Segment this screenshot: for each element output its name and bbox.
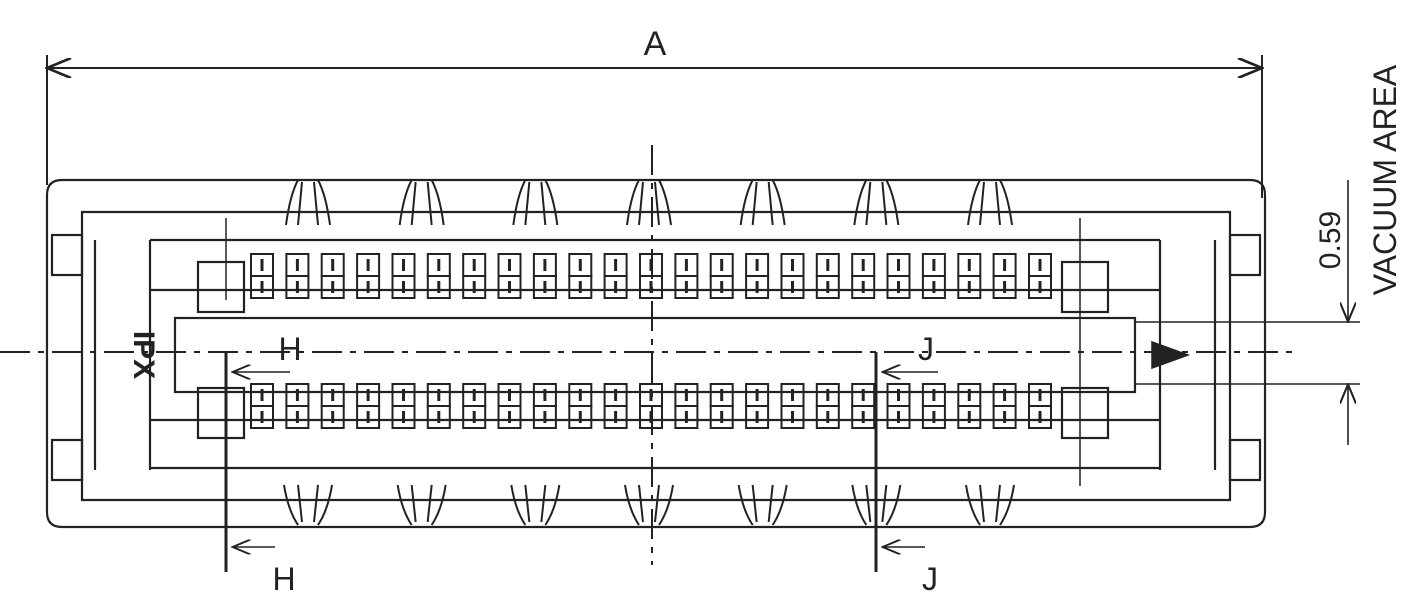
contact-pin — [921, 405, 946, 429]
contact-pin — [815, 275, 840, 299]
contact-pin — [356, 405, 381, 429]
ipx-logo: IPX — [127, 331, 160, 379]
right-top-tab — [1228, 233, 1262, 277]
contact-pin — [780, 405, 805, 429]
right-bottom-tab — [1228, 438, 1262, 482]
section-j-label-top: J — [918, 331, 934, 367]
inner-frame — [80, 210, 1232, 502]
contact-pin — [815, 405, 840, 429]
retention-clip-top — [739, 179, 786, 226]
contact-pin — [497, 275, 522, 299]
contact-pin — [391, 275, 416, 299]
contact-pin — [709, 405, 734, 429]
contact-pin — [603, 405, 628, 429]
contact-pin — [426, 275, 451, 299]
retention-clip-bottom — [396, 484, 447, 526]
retention-clip-top — [512, 179, 559, 226]
retention-clip-bottom — [965, 484, 1015, 526]
housing-outline — [45, 178, 1267, 529]
retention-clip-bottom — [624, 484, 674, 526]
contact-pin — [780, 275, 805, 299]
contact-pin — [921, 275, 946, 299]
contact-pin — [957, 405, 982, 429]
contact-pin — [250, 405, 274, 429]
contact-pin — [285, 405, 310, 429]
retention-clip-bottom — [737, 484, 788, 526]
contact-pin — [426, 405, 451, 429]
retention-clips — [283, 179, 1015, 526]
section-j-label-bottom: J — [922, 561, 938, 597]
right-bottom-pad — [1060, 386, 1110, 440]
contact-pin — [356, 275, 381, 299]
contact-pin — [992, 275, 1017, 299]
dimension-a-label: A — [644, 25, 667, 63]
polarity-marker — [1151, 340, 1191, 370]
section-j — [874, 352, 938, 572]
retention-clip-bottom — [283, 484, 333, 526]
left-top-tab — [50, 233, 84, 277]
left-bottom-tab — [50, 438, 84, 482]
vacuum-dimension — [1135, 180, 1360, 445]
contact-pin — [497, 405, 522, 429]
retention-clip-top — [285, 179, 331, 226]
center-slot — [173, 316, 1137, 394]
retention-clip-top — [967, 179, 1013, 226]
right-top-pad — [1060, 260, 1110, 314]
connector-body — [45, 178, 1267, 529]
section-h-label-top: H — [278, 331, 301, 367]
contact-pin — [1028, 275, 1052, 299]
contact-pin — [320, 405, 345, 429]
contact-pin — [462, 275, 487, 299]
contact-pin — [957, 275, 982, 299]
vacuum-area-label: VACUUM AREA — [1367, 64, 1403, 295]
retention-clip-top — [853, 179, 900, 226]
contact-pin — [1028, 405, 1052, 429]
contact-pin — [851, 405, 876, 429]
contact-pin — [532, 405, 557, 429]
contact-pin — [851, 275, 876, 299]
contact-pin — [391, 405, 416, 429]
left-bottom-pad — [196, 386, 246, 440]
retention-clip-bottom — [510, 484, 561, 526]
contact-pin — [992, 405, 1017, 429]
contact-pin — [745, 405, 770, 429]
contact-pin — [674, 275, 699, 299]
contact-pin — [745, 275, 770, 299]
bottom-shelf — [150, 418, 1160, 470]
contact-pin — [250, 275, 274, 299]
retention-clip-top — [626, 179, 672, 226]
contact-pin — [886, 275, 911, 299]
contact-pin — [603, 275, 628, 299]
contact-pins — [250, 253, 1052, 429]
contact-pin — [709, 275, 734, 299]
contact-pin — [320, 275, 345, 299]
dimension-a — [47, 55, 1262, 198]
left-rail — [93, 240, 152, 470]
contact-pin — [462, 405, 487, 429]
retention-clip-bottom — [851, 484, 902, 526]
vacuum-dimension-value: 0.59 — [1314, 211, 1347, 269]
retention-clip-top — [398, 179, 445, 226]
left-top-pad — [196, 260, 246, 314]
contact-pin — [886, 405, 911, 429]
contact-pin — [674, 405, 699, 429]
section-h — [224, 352, 290, 572]
contact-pin — [568, 405, 593, 429]
contact-pin — [568, 275, 593, 299]
contact-pin — [285, 275, 310, 299]
top-shelf — [150, 238, 1160, 292]
section-h-label-bottom: H — [272, 561, 295, 597]
contact-pin — [532, 275, 557, 299]
